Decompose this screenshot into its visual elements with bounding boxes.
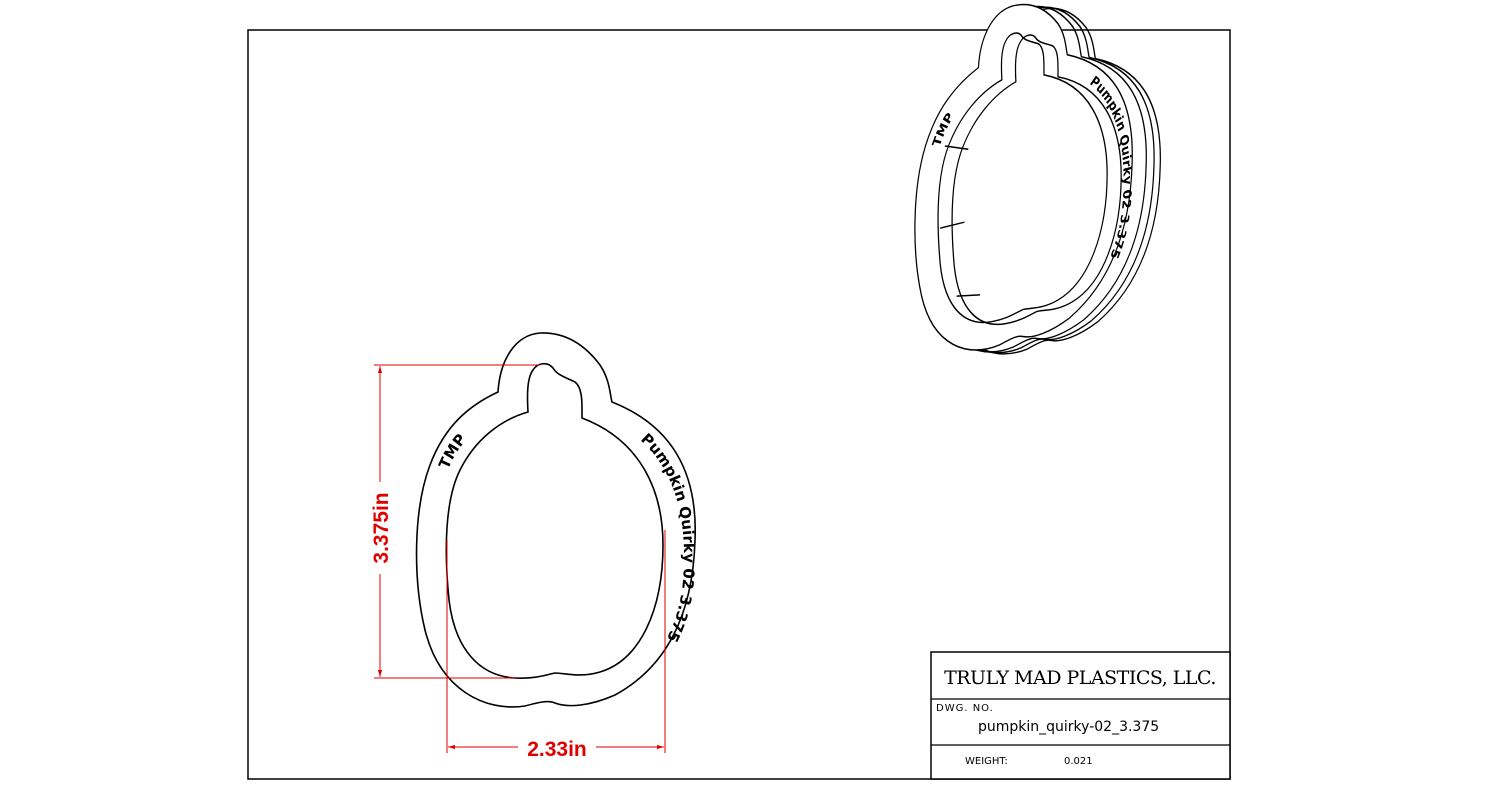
outer-outline (415, 332, 697, 708)
dwg-no-value: pumpkin_quirky-02_3.375 (978, 719, 1159, 735)
front-view: TMP Pumpkin Quirky 02 3.375 (415, 332, 698, 708)
weight-label: WEIGHT: (965, 756, 1008, 767)
sheet-border (247, 29, 1231, 780)
title-block: TRULY MAD PLASTICS, LLC. DWG. NO. pumpki… (930, 651, 1231, 780)
isometric-view: TMP Pumpkin Quirky 02 3.375 (914, 0, 1162, 372)
weight-value: 0.021 (1064, 756, 1093, 767)
engraving-name: Pumpkin Quirky 02 3.375 (637, 430, 698, 645)
company-name: TRULY MAD PLASTICS, LLC. (944, 667, 1216, 689)
width-dimension: 2.33in (446, 530, 666, 761)
height-label: 3.375in (370, 492, 393, 563)
engraving-tmp: TMP (435, 430, 470, 471)
height-dimension: 3.375in (368, 364, 540, 679)
width-label: 2.33in (527, 738, 587, 761)
dwg-no-label: DWG. NO. (936, 703, 994, 714)
